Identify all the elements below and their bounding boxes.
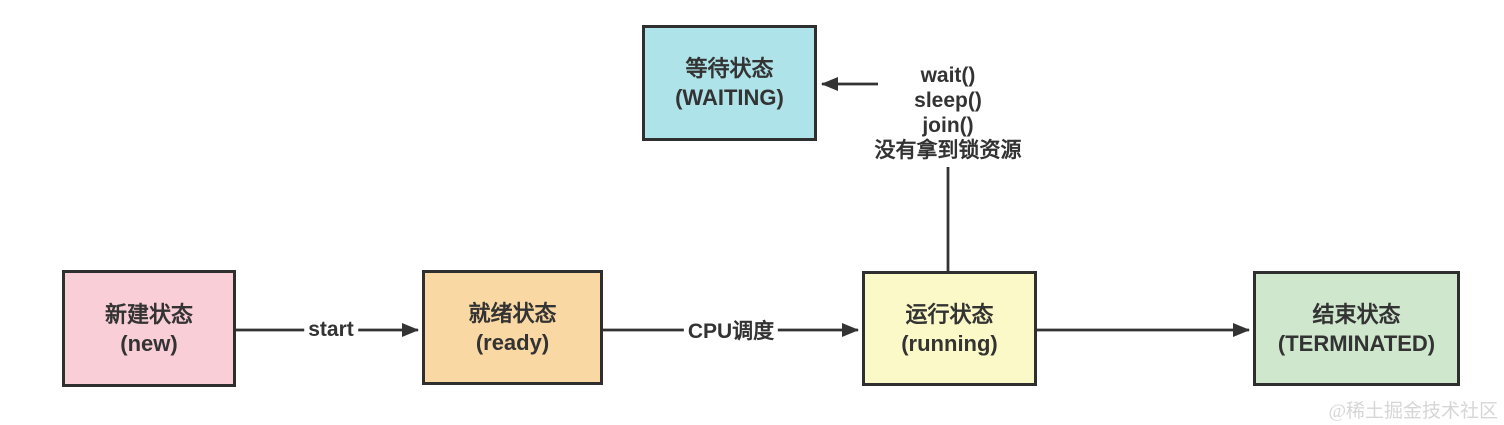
state-label-cn: 运行状态 <box>905 301 994 327</box>
state-label-cn: 等待状态 <box>685 56 774 81</box>
annotation-line-sleep: sleep() <box>914 89 982 112</box>
state-label-en: (ready) <box>475 329 550 355</box>
state-box-new: 新建状态 (new) <box>62 270 236 387</box>
state-label-cn: 结束状态 <box>1312 301 1401 327</box>
state-label-en: (new) <box>120 330 178 356</box>
state-label-en: (running) <box>901 330 998 356</box>
state-box-ready: 就绪状态 (ready) <box>422 270 603 385</box>
annotation-line-wait: wait() <box>920 64 976 87</box>
state-label-en: (WAITING) <box>675 85 784 110</box>
state-label-cn: 新建状态 <box>104 301 193 327</box>
state-label-cn: 就绪状态 <box>468 300 557 326</box>
watermark: @稀土掘金技术社区 <box>1328 401 1499 422</box>
waiting-transition-annotation: wait() sleep() join() 没有拿到锁资源 <box>875 63 1022 163</box>
state-label-en: (TERMINATED) <box>1277 330 1436 356</box>
annotation-line-no-lock: 没有拿到锁资源 <box>874 139 1022 162</box>
transition-label-cpu-schedule: CPU调度 <box>683 315 779 345</box>
state-box-terminated: 结束状态 (TERMINATED) <box>1253 271 1460 386</box>
state-box-running: 运行状态 (running) <box>862 271 1037 386</box>
transition-label-start: start <box>304 318 358 342</box>
annotation-line-join: join() <box>922 114 974 137</box>
state-box-waiting: 等待状态 (WAITING) <box>642 25 817 141</box>
